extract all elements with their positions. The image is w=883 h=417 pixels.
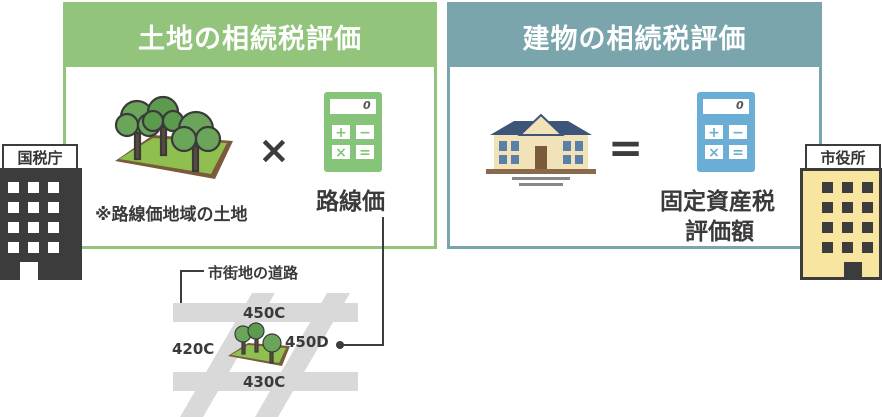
building-panel-title: 建物の相続税評価 bbox=[450, 5, 819, 67]
road-price-top: 450C bbox=[243, 304, 286, 322]
equals-operator: = bbox=[608, 123, 644, 172]
calculator-icon: +− × = bbox=[324, 92, 382, 172]
road-price-bottom: 430C bbox=[243, 373, 286, 391]
land-calc-display: 0 bbox=[363, 99, 371, 112]
calculator-icon: +− × = bbox=[697, 92, 755, 172]
tree-cluster-icon bbox=[228, 322, 290, 366]
house-icon bbox=[486, 113, 596, 186]
building-calc-display: 0 bbox=[736, 99, 744, 112]
land-caption: ※路線価地域の土地 bbox=[95, 205, 248, 225]
fixed-asset-caption-line2: 評価額 bbox=[685, 219, 754, 245]
fixed-asset-caption-line1: 固定資産税 bbox=[660, 189, 775, 215]
multiply-operator: × bbox=[258, 128, 290, 172]
building-valuation-panel: 建物の相続税評価 bbox=[447, 2, 822, 249]
tax-office-building-icon bbox=[0, 168, 82, 280]
land-panel-title: 土地の相続税評価 bbox=[66, 5, 434, 67]
svg-text:+: + bbox=[708, 125, 720, 141]
road-price-right: 450D bbox=[285, 333, 329, 351]
road-map-title: 市街地の道路 bbox=[208, 264, 299, 282]
svg-text:+: + bbox=[335, 125, 347, 141]
tree-cluster-icon bbox=[114, 95, 233, 179]
svg-text:=: = bbox=[732, 145, 744, 161]
rosenka-caption: 路線価 bbox=[316, 189, 385, 215]
svg-text:−: − bbox=[732, 125, 744, 141]
road-price-left: 420C bbox=[172, 340, 215, 358]
city-hall-label: 市役所 bbox=[805, 144, 881, 170]
svg-text:×: × bbox=[708, 145, 720, 161]
city-hall-building-icon bbox=[800, 168, 882, 280]
tax-office-label: 国税庁 bbox=[2, 144, 78, 170]
svg-text:×: × bbox=[335, 145, 347, 161]
svg-text:−: − bbox=[359, 125, 371, 141]
svg-text:=: = bbox=[359, 145, 371, 161]
land-valuation-panel: 土地の相続税評価 bbox=[63, 2, 437, 249]
